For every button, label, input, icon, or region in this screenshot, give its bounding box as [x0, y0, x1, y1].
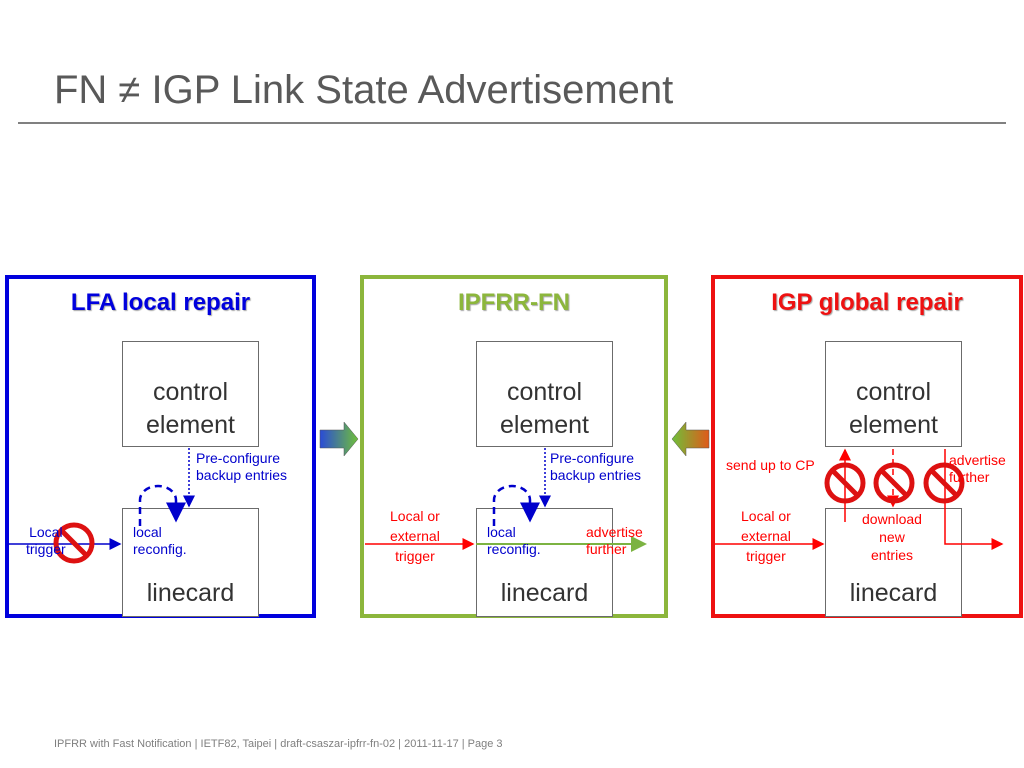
lfa-trigger-label: Local trigger: [26, 524, 66, 557]
igp-control-element-label: control element: [849, 378, 938, 439]
panel-title-igp: IGP global repair: [771, 289, 963, 316]
panel-title-fn: IPFRR-FN: [458, 289, 570, 316]
prohibited-icon: [824, 462, 866, 504]
fn-advertise-label: advertise further: [586, 524, 643, 557]
lfa-local-reconfig-label: local reconfig.: [133, 524, 187, 557]
fn-linecard-box: linecard: [476, 508, 613, 617]
slide-title: FN ≠ IGP Link State Advertisement: [54, 68, 674, 112]
fn-trigger-label: Local or external trigger: [390, 508, 440, 564]
fn-preconfigure-label: Pre-configure backup entries: [550, 450, 642, 483]
igp-trigger-label: Local or external trigger: [741, 508, 791, 564]
fn-local-reconfig-loop: [492, 484, 540, 526]
fn-control-element-label: control element: [500, 378, 589, 439]
lfa-local-reconfig-loop: [138, 484, 186, 526]
prohibited-icon: [873, 462, 915, 504]
igp-advertise-label: advertise further: [949, 452, 1006, 485]
igp-linecard-label: linecard: [849, 579, 938, 607]
prohibited-icon: [923, 462, 965, 504]
lfa-linecard-box: linecard: [122, 508, 259, 617]
panel-title-lfa: LFA local repair: [70, 289, 251, 316]
transition-arrow-right-icon: [319, 421, 359, 457]
fn-control-element-box: control element: [476, 341, 613, 447]
lfa-control-element-label: control element: [146, 378, 235, 439]
prohibited-icon: [53, 522, 95, 564]
lfa-control-element-box: control element: [122, 341, 259, 447]
fn-local-reconfig-label: local reconfig.: [487, 524, 541, 557]
igp-download-label: download new entries: [862, 511, 922, 563]
igp-control-element-box: control element: [825, 341, 962, 447]
fn-linecard-label: linecard: [500, 579, 589, 607]
lfa-linecard-label: linecard: [146, 579, 235, 607]
transition-arrow-left-icon: [671, 421, 710, 457]
title-divider: [18, 122, 1006, 124]
igp-send-up-label: send up to CP: [726, 457, 815, 473]
lfa-preconfigure-label: Pre-configure backup entries: [196, 450, 288, 483]
footer: IPFRR with Fast Notification | IETF82, T…: [54, 738, 503, 750]
igp-linecard-box: linecard: [825, 508, 962, 617]
